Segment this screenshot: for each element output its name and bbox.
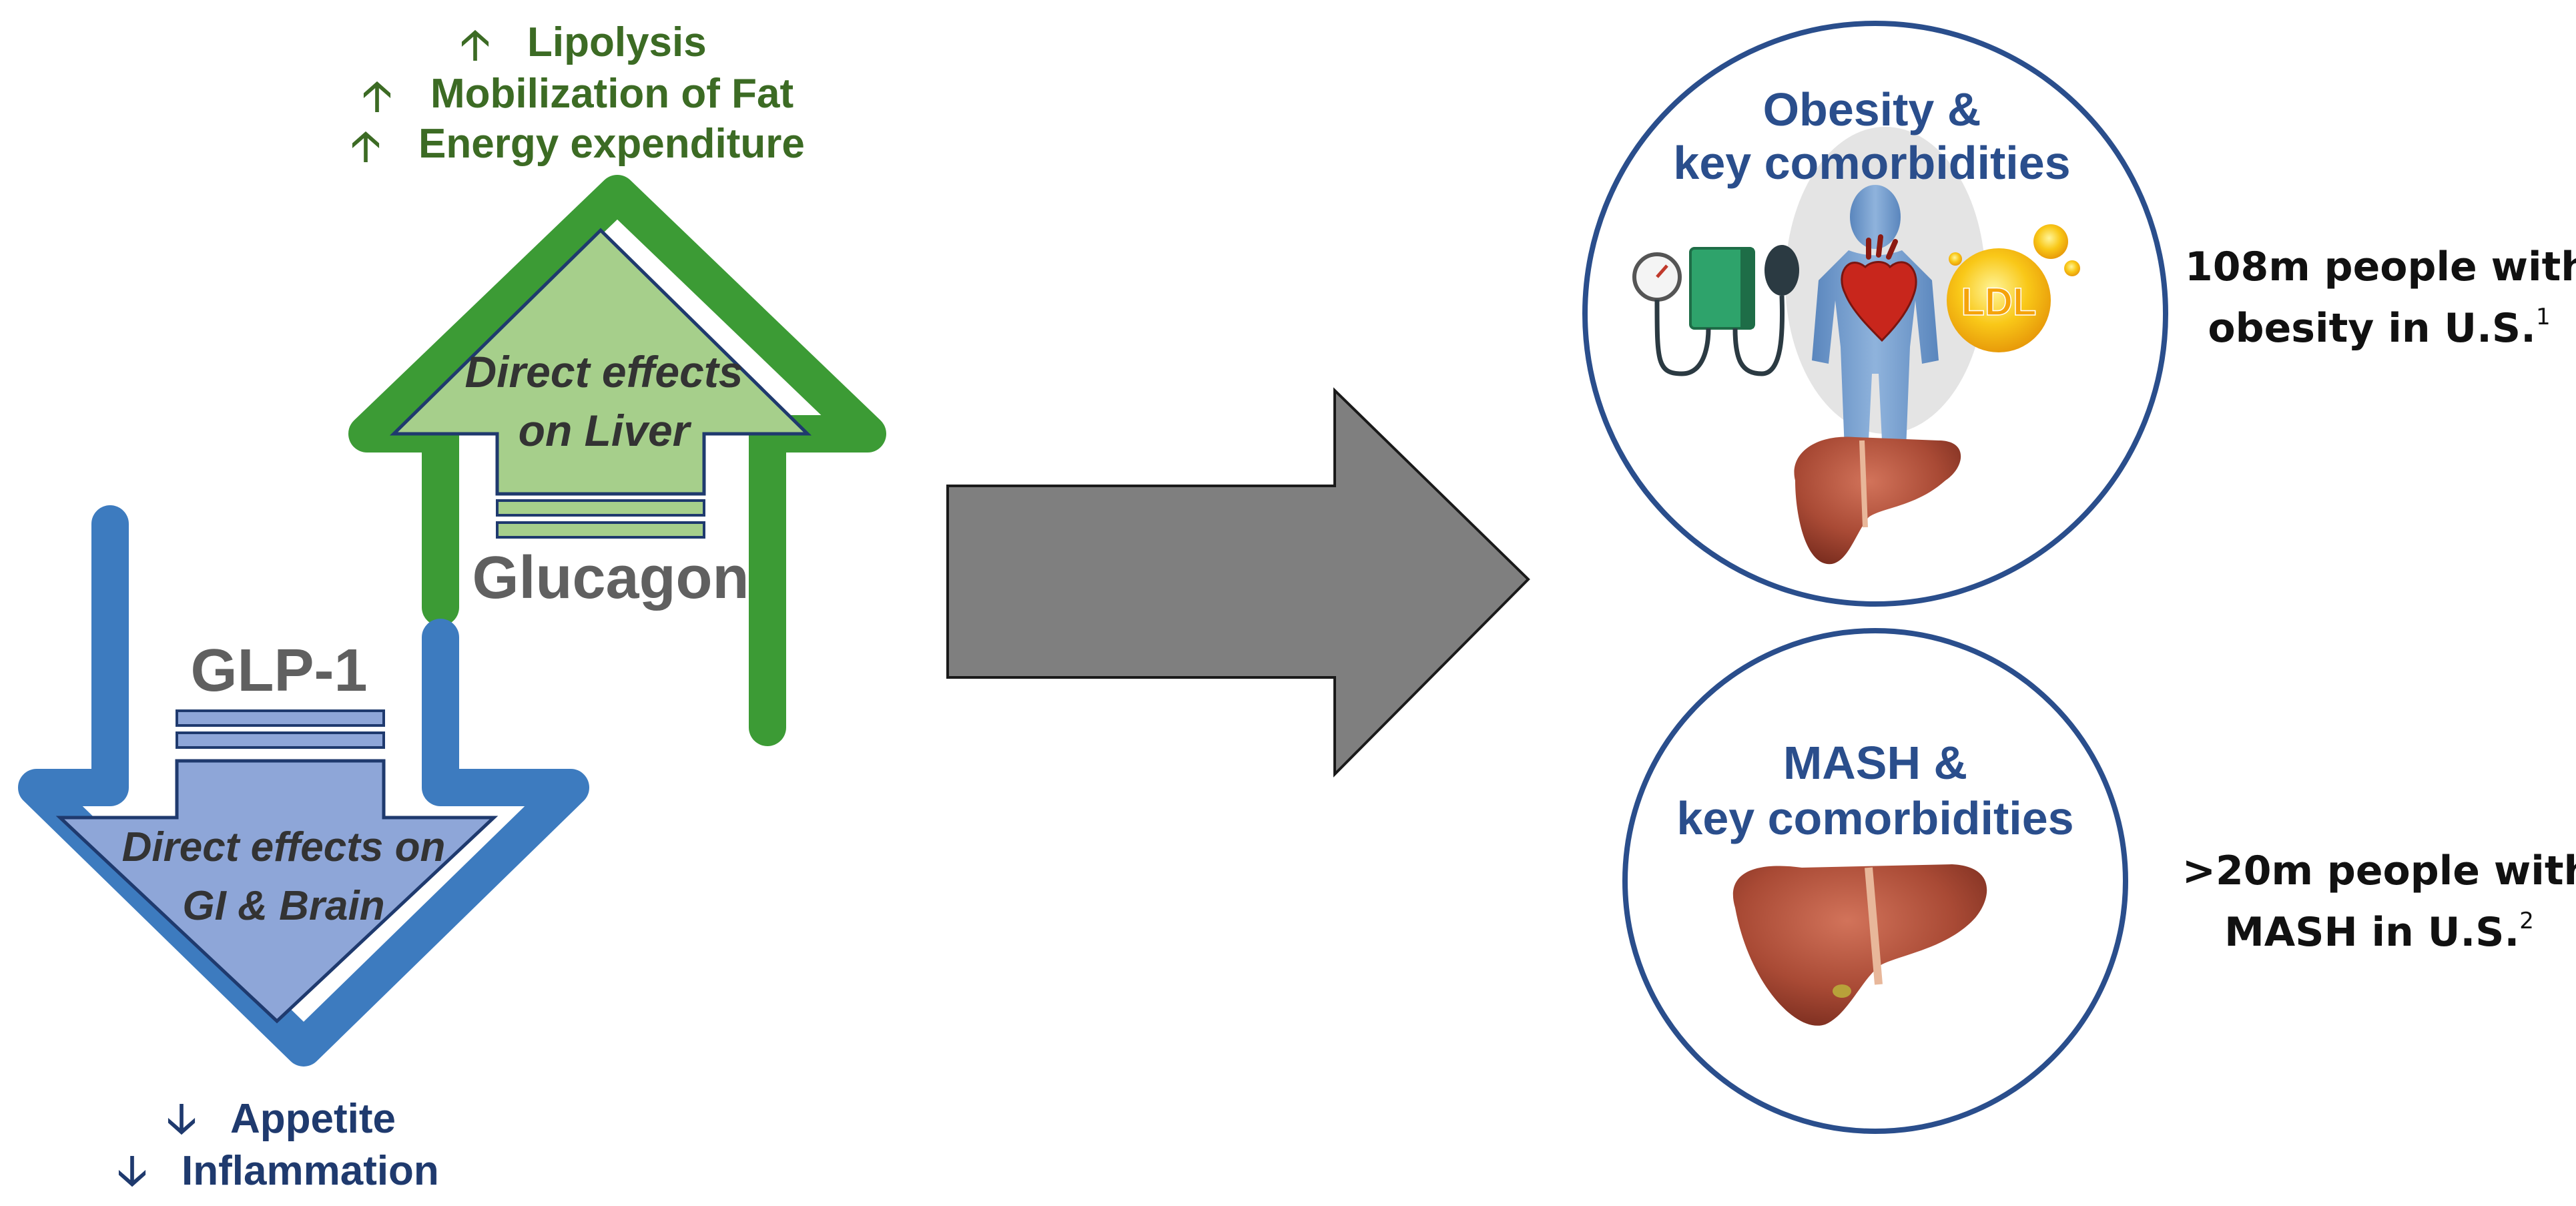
glp1-box-text-line2: GI & Brain — [182, 883, 384, 929]
glp1-box-text-line1: Direct effects on — [122, 824, 446, 870]
glucagon-receptor-bar-1 — [496, 499, 705, 517]
liver-icon — [1794, 436, 1961, 565]
obesity-panel: LDL Obesity & key comorbidities — [1582, 21, 2168, 607]
glucagon-effect-lipolysis: Lipolysis — [527, 19, 707, 65]
liver-icon — [1732, 864, 1987, 1026]
mash-stat-line2: MASH in U.S.2 — [2224, 908, 2534, 956]
mash-stat-line1: >20m people with — [2182, 848, 2576, 894]
mash-stat: >20m people with MASH in U.S.2 — [2182, 848, 2576, 956]
glp1-arrow-outline — [18, 505, 589, 1067]
obesity-title-line1: Obesity & — [1763, 83, 1981, 135]
glucagon-box-text-line1: Direct effects — [465, 347, 743, 396]
glp1-label: GLP-1 — [190, 637, 367, 704]
mash-panel: MASH & key comorbidities — [1622, 628, 2128, 1134]
decrease-arrow-icon: 🡣 — [167, 1094, 197, 1143]
obesity-stat-line2-text: obesity in U.S. — [2208, 305, 2536, 352]
glucagon-effect-mobilization-of-fat: Mobilization of Fat — [430, 71, 793, 117]
ldl-cholesterol-icon: LDL — [1947, 224, 2080, 352]
obesity-stat: 108m people with obesity in U.S.1 — [2185, 244, 2576, 352]
glucagon-effect-energy-expenditure: Energy expenditure — [418, 121, 805, 167]
glp1-receptor-bar-1 — [176, 709, 385, 727]
decrease-arrow-icon: 🡣 — [117, 1146, 147, 1195]
glucagon-up-arrow: Direct effects on Liver Glucagon — [348, 175, 886, 746]
glucagon-receptor-bar-2 — [496, 521, 705, 539]
obesity-stat-line2: obesity in U.S.1 — [2208, 304, 2550, 352]
glp1-effects-list: 🡣 Appetite 🡣 Inflammation — [117, 1094, 439, 1195]
mash-title-line2: key comorbidities — [1676, 792, 2073, 844]
glucagon-effects-list: 🡡 Lipolysis 🡡 Mobilization of Fat 🡡 Ener… — [351, 19, 805, 170]
glp1-down-arrow: GLP-1 Direct effects on GI & Brain — [18, 505, 589, 1067]
glp1-effect-inflammation: Inflammation — [182, 1148, 439, 1194]
result-arrow — [946, 387, 1530, 778]
mash-title-line1: MASH & — [1783, 737, 1967, 789]
ldl-label: LDL — [1961, 280, 2037, 324]
mash-stat-footnote: 2 — [2519, 908, 2534, 934]
human-body-heart-icon — [1785, 127, 1985, 467]
increase-arrow-icon: 🡡 — [460, 20, 491, 69]
glucagon-box-text-line2: on Liver — [519, 406, 692, 455]
mash-stat-line2-text: MASH in U.S. — [2224, 909, 2519, 956]
obesity-title-line2: key comorbidities — [1673, 137, 2070, 189]
obesity-stat-line1: 108m people with — [2185, 244, 2576, 290]
increase-arrow-icon: 🡡 — [351, 121, 381, 170]
glp1-effect-appetite: Appetite — [230, 1096, 396, 1142]
obesity-stat-footnote: 1 — [2536, 304, 2551, 330]
increase-arrow-icon: 🡡 — [362, 71, 392, 120]
glucagon-liver-effects-box — [389, 228, 812, 496]
glp1-gi-brain-effects-box — [55, 759, 499, 1024]
blood-pressure-monitor-icon — [1632, 245, 1799, 376]
glucagon-label: Glucagon — [472, 545, 749, 611]
glp1-receptor-bar-2 — [176, 731, 385, 749]
